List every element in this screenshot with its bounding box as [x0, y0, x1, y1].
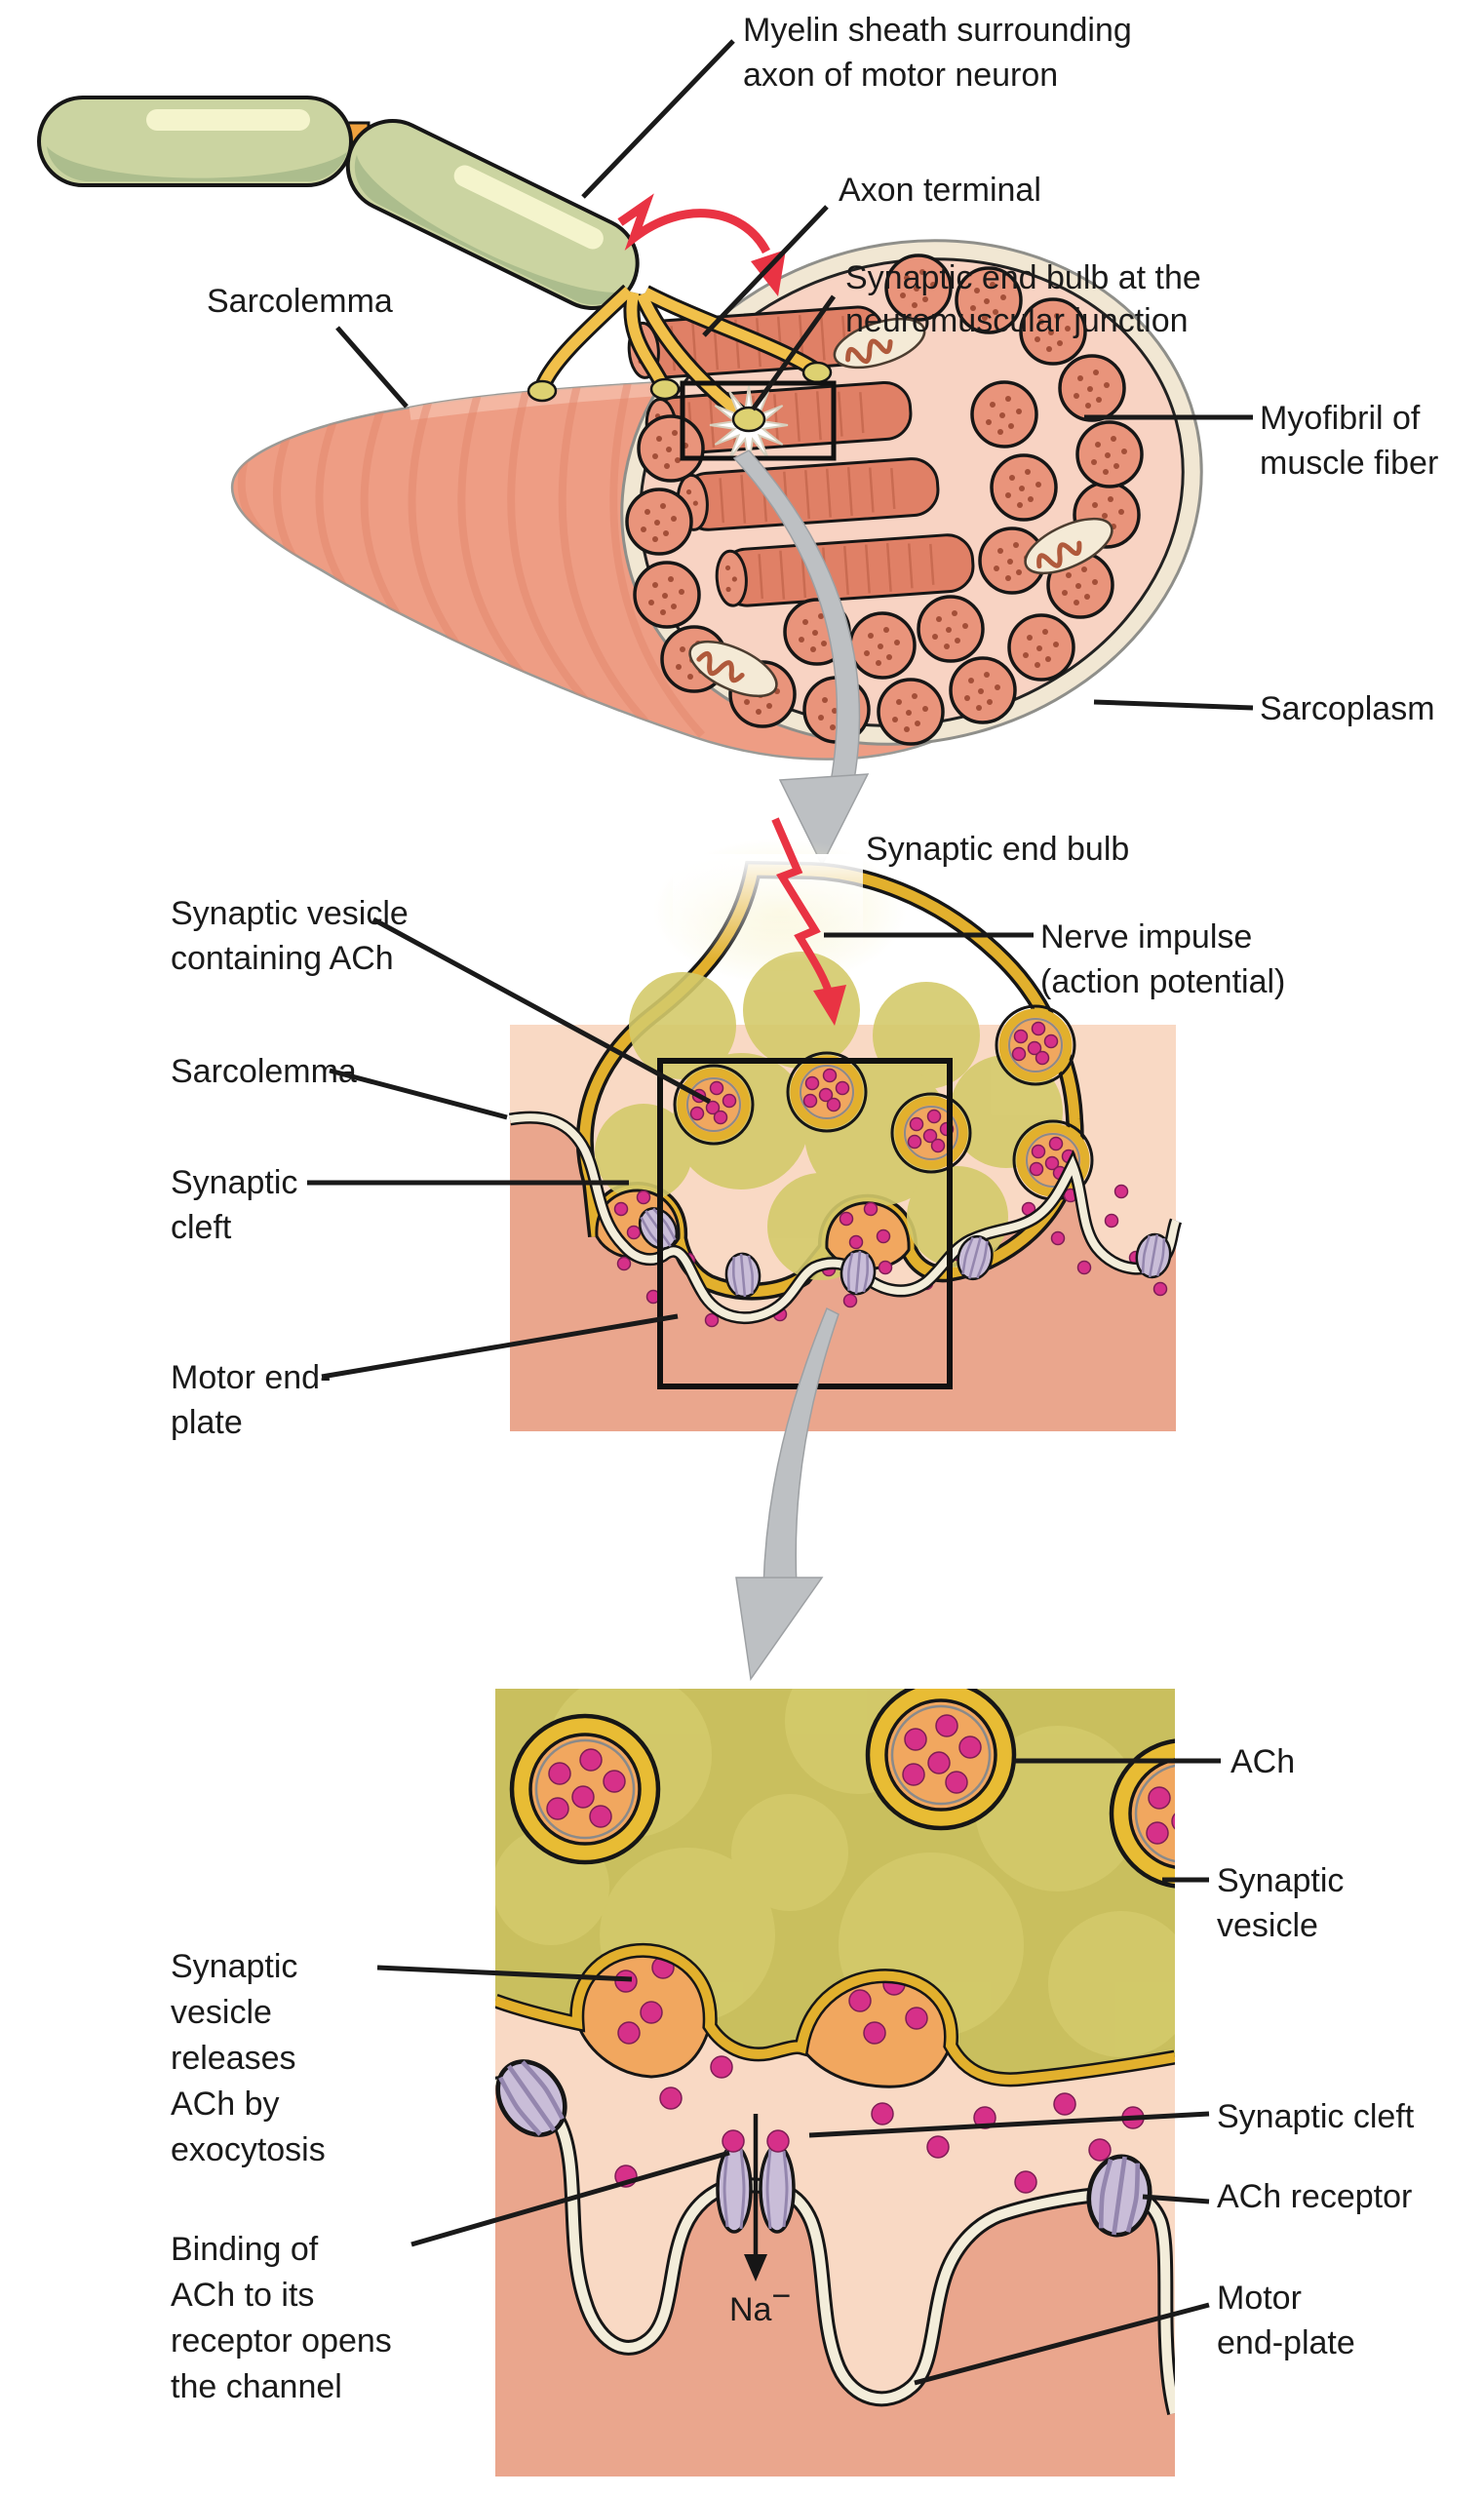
- label-myelin-sheath: Myelin sheath surrounding: [743, 12, 1132, 49]
- label-exocytosis: Synaptic: [171, 1948, 297, 1985]
- label-binding: ACh to its: [171, 2277, 314, 2314]
- na-charge: −: [771, 2278, 791, 2315]
- pocket-ach-dots: [614, 1956, 928, 2045]
- bound-ach: [766, 2129, 790, 2153]
- label-motor-end-plate-p2: plate: [171, 1404, 243, 1441]
- label-motor-end-plate-p3: end-plate: [1217, 2324, 1355, 2361]
- nerve-impulse-arrow-1: [617, 193, 786, 296]
- ach-molecules-cleft-p3: [614, 2055, 1145, 2194]
- label-ach: ACh: [1230, 1743, 1295, 1780]
- leader-sarcolemma-2: [329, 1068, 508, 1120]
- label-myofibril: muscle fiber: [1260, 445, 1438, 482]
- label-sarcoplasm: Sarcoplasm: [1260, 690, 1435, 727]
- label-synaptic-cleft-p2: cleft: [171, 1209, 232, 1246]
- leader-axon-terminal: [702, 205, 829, 337]
- label-exocytosis: exocytosis: [171, 2131, 326, 2168]
- label-synaptic-vesicle-p3: Synaptic: [1217, 1862, 1344, 1899]
- leader-myelin: [581, 39, 735, 199]
- axon-terminal-p3: [495, 1682, 1175, 2088]
- leader-motor-end-plate-p2: [321, 1313, 679, 1380]
- panel-3-labels: ACh Synaptic vesicle Synaptic vesicle re…: [171, 1743, 1415, 2405]
- inset-box-1: [680, 380, 837, 461]
- leader-synaptic-end-bulb: [750, 294, 837, 411]
- axon-end-bulb: [649, 377, 681, 401]
- leader-binding: [410, 2150, 730, 2247]
- label-myofibril: Myofibril of: [1260, 400, 1421, 437]
- panel-1-labels: Myelin sheath surrounding axon of motor …: [207, 12, 1438, 727]
- label-nerve-impulse: (action potential): [1040, 963, 1285, 1000]
- label-binding: Binding of: [171, 2231, 319, 2268]
- na-ion-arrowhead: [744, 2254, 767, 2282]
- label-exocytosis: vesicle: [171, 1994, 272, 2031]
- na-text: Na: [729, 2291, 772, 2328]
- magnifier-arrow-2: [735, 1306, 840, 1681]
- leader-exocytosis: [376, 1965, 633, 1982]
- label-axon-terminal: Axon terminal: [839, 172, 1041, 209]
- leader-ach-receptor: [1142, 2194, 1210, 2204]
- myelin-capsule-2: [345, 119, 640, 310]
- label-exocytosis: ACh by: [171, 2086, 280, 2123]
- neck-fade: [673, 854, 863, 961]
- leader-motor-end-plate-p3: [914, 2302, 1210, 2386]
- label-sarcolemma-2: Sarcolemma: [171, 1053, 357, 1090]
- myelin-capsule-1: [37, 96, 353, 187]
- panel-1-neuron-and-muscle-fiber: Myelin sheath surrounding axon of motor …: [37, 12, 1438, 867]
- muscle-below-end-plate-p3: [495, 2083, 1175, 2476]
- synaptic-vesicle-large: [868, 1682, 1014, 1828]
- leader-vesicle-p2: [371, 916, 712, 1105]
- label-synaptic-cleft-p3: Synaptic cleft: [1217, 2098, 1415, 2135]
- label-synaptic-end-bulb: neuromuscular junction: [845, 302, 1189, 339]
- label-exocytosis: releases: [171, 2040, 296, 2077]
- label-synaptic-end-bulb: Synaptic end bulb at the: [845, 259, 1201, 296]
- leader-synaptic-cleft-p3: [808, 2111, 1210, 2138]
- axon-end-bulb: [801, 361, 833, 384]
- axon-end-bulb: [527, 379, 558, 403]
- leader-sarcolemma-1: [335, 326, 409, 409]
- leader-sarcoplasm: [1093, 699, 1254, 711]
- axon-terminal-branches: [533, 284, 818, 422]
- magnifier-arrow-1: [732, 449, 870, 867]
- panel-2-caption: Synaptic end bulb: [866, 831, 1129, 868]
- label-vesicle-containing-ach: Synaptic vesicle: [171, 895, 409, 932]
- label-motor-end-plate-p2: Motor end-: [171, 1359, 331, 1396]
- label-binding: receptor opens: [171, 2322, 392, 2360]
- bound-ach: [722, 2129, 745, 2153]
- label-vesicle-containing-ach: containing ACh: [171, 940, 394, 977]
- panel-2-synaptic-end-bulb: Synaptic end bulb: [171, 817, 1285, 1681]
- label-ach-receptor: ACh receptor: [1217, 2178, 1412, 2215]
- axon-end-bulb: [731, 406, 766, 433]
- panel-3-molecular-view: Na− ACh Synaptic vesicle Synaptic vesicl…: [171, 1682, 1415, 2476]
- label-sarcolemma-1: Sarcolemma: [207, 283, 393, 320]
- muscle-cut-face: [620, 239, 1203, 746]
- open-channel-receptor: [716, 2114, 796, 2282]
- label-motor-end-plate-p3: Motor: [1217, 2280, 1302, 2317]
- label-synaptic-cleft-p2: Synaptic: [171, 1164, 297, 1201]
- label-myelin-sheath: axon of motor neuron: [743, 57, 1058, 94]
- label-binding: the channel: [171, 2368, 342, 2405]
- motor-neuron-axon: [37, 96, 833, 465]
- label-synaptic-vesicle-p3: vesicle: [1217, 1907, 1318, 1944]
- label-na-ion: Na−: [729, 2278, 791, 2328]
- synaptic-end-bulb-shape: [575, 860, 1092, 1301]
- muscle-striations: [237, 381, 705, 738]
- panel-2-labels: Synaptic vesicle containing ACh Sarcolem…: [171, 895, 1285, 1441]
- nerve-impulse-bolt-2: [771, 817, 846, 1026]
- label-nerve-impulse: Nerve impulse: [1040, 918, 1252, 956]
- synaptic-vesicle-large: [512, 1716, 658, 1862]
